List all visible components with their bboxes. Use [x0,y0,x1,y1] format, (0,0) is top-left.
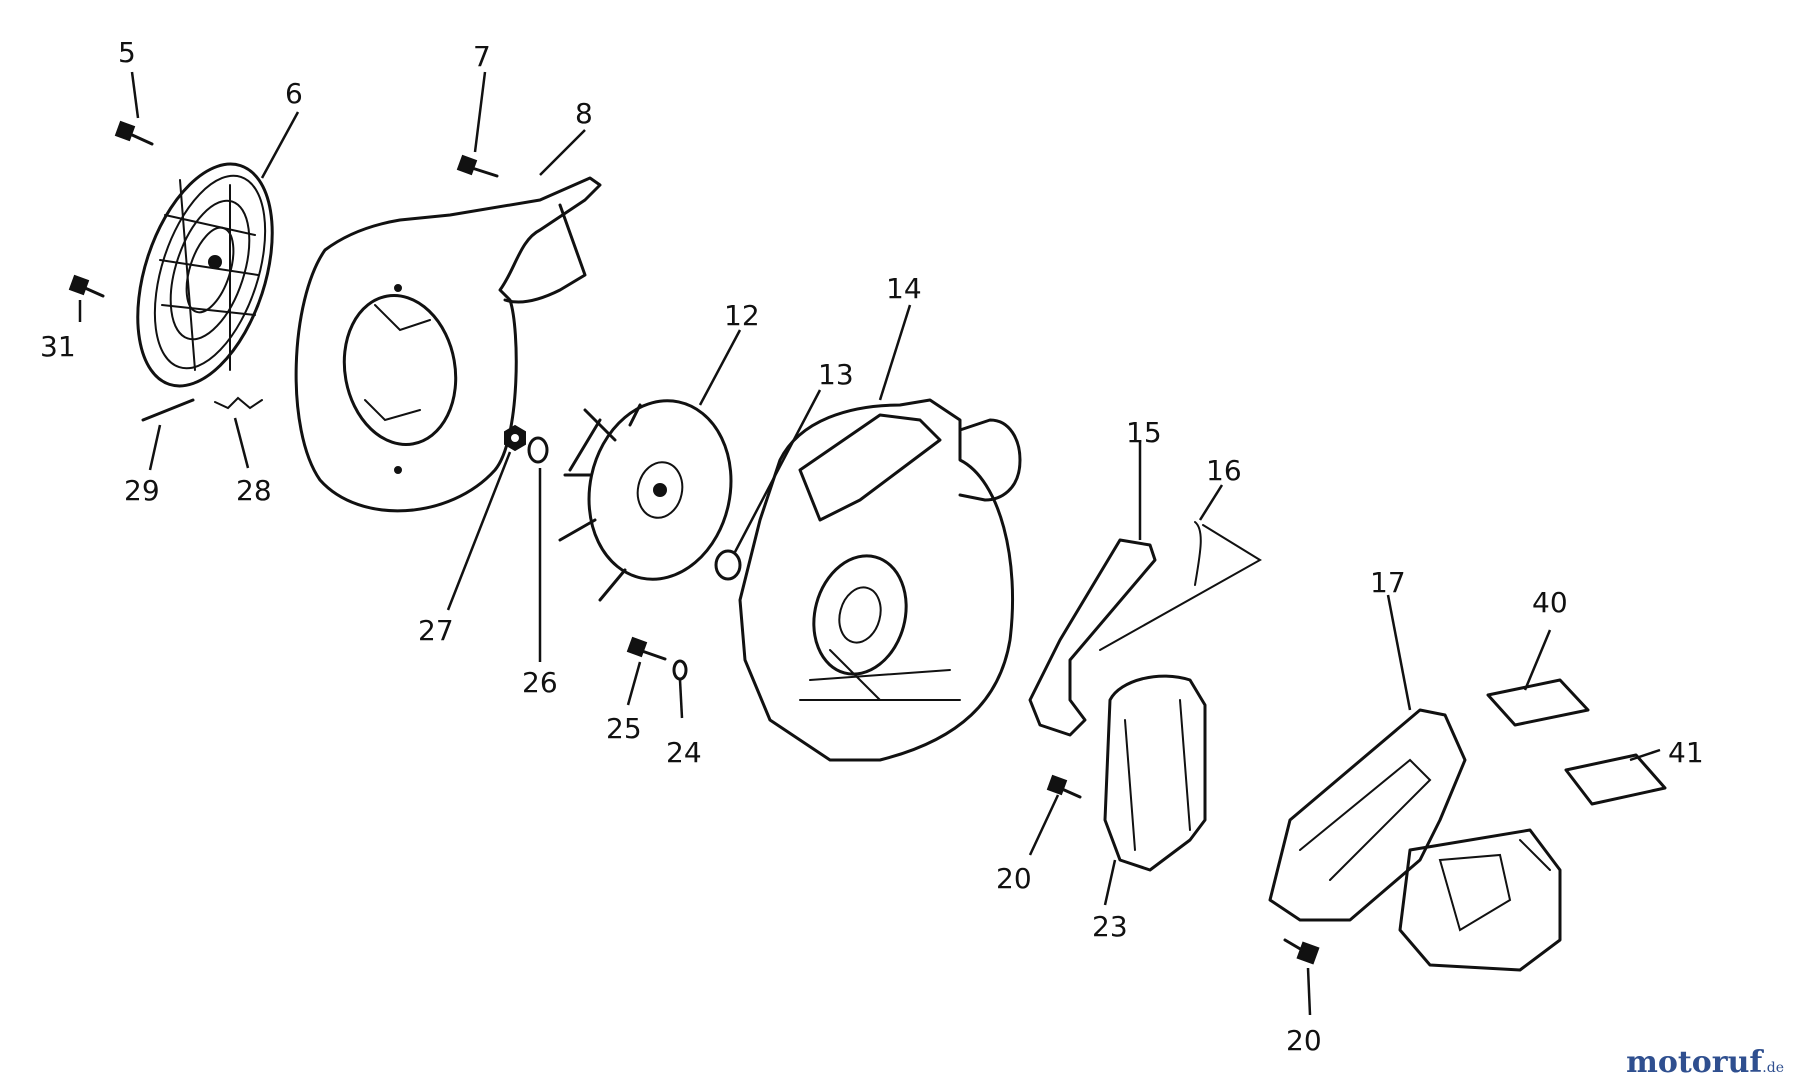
gasket-15-part [1028,538,1157,737]
part-label: 17 [1370,566,1406,599]
part-number-labels: 5 6 7 8 31 29 28 27 26 12 13 14 15 16 17… [40,36,1704,1057]
label-41-part [1564,753,1667,806]
cover-23-part [1103,674,1207,872]
part-label: 12 [724,299,760,332]
muffler-17-part [1268,708,1562,972]
part-label: 13 [818,358,854,391]
fan-housing-part [294,176,602,513]
impeller-fan-part [558,399,733,602]
part-label: 6 [285,77,303,110]
part-label: 14 [886,272,922,305]
washer-24-part [672,659,688,681]
label-40-part [1486,678,1590,727]
blower-body-part [738,398,1022,762]
bolt-31-part [68,274,105,298]
part-label: 24 [666,736,702,769]
part-label: 40 [1532,586,1568,619]
spring-clip-16-part [1099,521,1262,651]
part-label: 41 [1668,736,1704,769]
part-label: 31 [40,330,76,363]
part-label: 28 [236,474,272,507]
watermark-suffix: .de [1762,1060,1784,1076]
spring-28-part [214,396,263,410]
part-label: 15 [1126,416,1162,449]
part-label: 7 [473,40,491,73]
part-label: 20 [996,862,1032,895]
starter-grille-cover-part [136,162,274,388]
nut-27-part [504,424,526,452]
watermark-name: motoruf [1626,1045,1763,1080]
screw-20-upper-part [1046,774,1082,799]
leader-lines [78,71,1661,1016]
screw-25-part [626,636,667,661]
part-label: 29 [124,474,160,507]
part-label: 25 [606,712,642,745]
part-label: 23 [1092,910,1128,943]
part-label: 20 [1286,1024,1322,1057]
part-label: 16 [1206,454,1242,487]
part-label: 27 [418,614,454,647]
watermark-logo: motoruf.de [1626,1045,1784,1080]
washer-26-part [527,436,549,464]
part-label: 5 [118,36,136,69]
part-label: 26 [522,666,558,699]
washer-13-part [714,549,742,581]
bolt-7-part [456,154,499,178]
bolt-5-part [114,120,154,146]
part-label: 8 [575,97,593,130]
screw-20-lower-part [1283,938,1320,965]
pin-29-part [141,398,195,422]
